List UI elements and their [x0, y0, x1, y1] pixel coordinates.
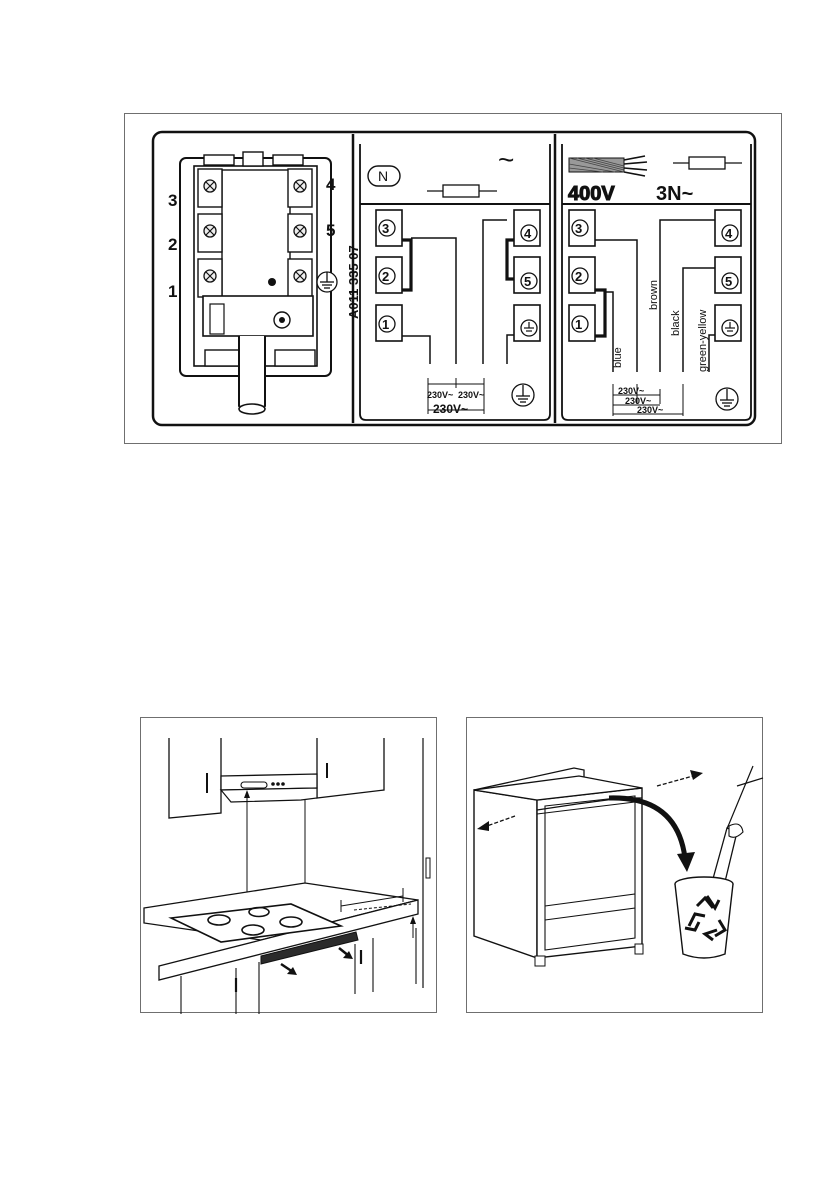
- earth-icon: [511, 383, 535, 407]
- arrow-icon: [477, 770, 703, 831]
- sp-terminal-2: 2: [382, 269, 389, 284]
- terminal-label-right-4: 4: [326, 175, 336, 194]
- tp-voltage-3: 230V~: [637, 405, 663, 415]
- earth-icon: [316, 271, 338, 293]
- wire-black: black: [670, 310, 682, 336]
- sp-voltage-b: 230V~: [458, 390, 484, 400]
- terminal-label-right-5: 5: [326, 221, 335, 240]
- recycle-icon: [674, 876, 734, 959]
- arrow-icon: [280, 947, 353, 975]
- ac-symbol: ~: [498, 144, 514, 175]
- tp-voltage-1: 230V~: [618, 386, 644, 396]
- wire-green-yellow: green-yellow: [697, 310, 709, 372]
- earth-icon: [721, 319, 739, 337]
- wire-blue: blue: [612, 347, 624, 368]
- wiring-diagram: 3 2 1 4 5 A011 335 07 N ~ 3 2 1: [151, 130, 757, 427]
- hob-installation-drawing: [143, 738, 431, 1014]
- cabinet-recycling-drawing: [473, 765, 764, 967]
- single-phase-diagram: N ~ 3 2 1 4 5: [367, 144, 541, 416]
- tp-voltage-title: 400V: [568, 183, 615, 205]
- fuse-icon: [673, 156, 742, 170]
- neutral-label: N: [378, 168, 388, 184]
- wire-brown: brown: [648, 280, 660, 310]
- sp-voltage-total: 230V~: [433, 402, 468, 416]
- sp-terminal-3: 3: [382, 221, 389, 236]
- tp-terminal-5: 5: [725, 274, 732, 289]
- part-code: A011 335 07: [346, 245, 361, 319]
- three-phase-diagram: 400V 3N~ 3 2 1 4 5: [567, 155, 742, 416]
- terminal-block: [179, 151, 338, 415]
- tp-terminal-2: 2: [575, 269, 582, 284]
- screw-terminal-icon: [197, 168, 223, 298]
- terminal-label-left-2: 2: [168, 235, 177, 254]
- terminal-label-left-3: 3: [168, 191, 177, 210]
- terminal-label-left-1: 1: [168, 282, 177, 301]
- sp-terminal-1: 1: [382, 317, 389, 332]
- sp-voltage-a: 230V~: [427, 390, 453, 400]
- hob-installation-illustration: [140, 717, 437, 1014]
- tp-voltage-2: 230V~: [625, 396, 651, 406]
- sp-terminal-5: 5: [524, 274, 531, 289]
- sp-terminal-4: 4: [524, 226, 532, 241]
- tp-phase-title: 3N~: [656, 183, 693, 205]
- tp-terminal-1: 1: [575, 317, 582, 332]
- earth-icon: [715, 387, 739, 411]
- cabinet-recycling-illustration: [466, 717, 764, 1013]
- earth-icon: [520, 319, 538, 337]
- tp-terminal-4: 4: [725, 226, 733, 241]
- wiring-diagram-frame: 3 2 1 4 5 A011 335 07 N ~ 3 2 1: [124, 113, 782, 444]
- screw-terminal-icon: [287, 168, 313, 298]
- fuse-icon: [427, 184, 497, 198]
- tp-terminal-3: 3: [575, 221, 582, 236]
